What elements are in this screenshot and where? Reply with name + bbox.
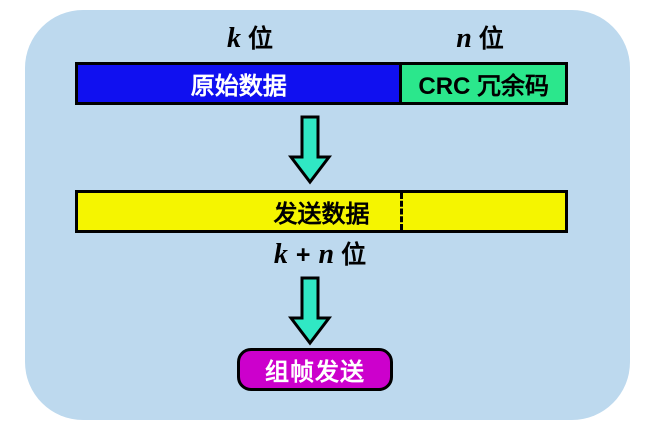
sum-unit: 位 bbox=[341, 241, 367, 269]
frame-send-box: 组帧发送 bbox=[237, 348, 393, 391]
k-variable: k bbox=[226, 23, 241, 54]
crc-code-segment: CRC 冗余码 bbox=[399, 65, 565, 102]
k-n-boundary-dashed-line bbox=[400, 193, 403, 230]
original-data-segment: 原始数据 bbox=[78, 65, 400, 102]
send-data-label: 发送数据 bbox=[273, 201, 370, 228]
n-unit: 位 bbox=[478, 25, 504, 53]
sum-k-variable: k bbox=[273, 239, 288, 270]
sum-n-variable: n bbox=[318, 239, 335, 270]
send-data-bar: 发送数据 bbox=[75, 190, 568, 233]
frame-send-label: 组帧发送 bbox=[265, 359, 365, 386]
down-arrow-icon bbox=[287, 276, 333, 346]
down-arrow-icon bbox=[287, 115, 333, 185]
down-arrow-shape bbox=[287, 115, 333, 185]
k-unit: 位 bbox=[247, 25, 273, 53]
plus-sign: + bbox=[295, 241, 311, 269]
original-crc-bar: 原始数据 CRC 冗余码 bbox=[75, 62, 568, 105]
n-variable: n bbox=[456, 23, 472, 54]
down-arrow-shape bbox=[287, 276, 333, 346]
